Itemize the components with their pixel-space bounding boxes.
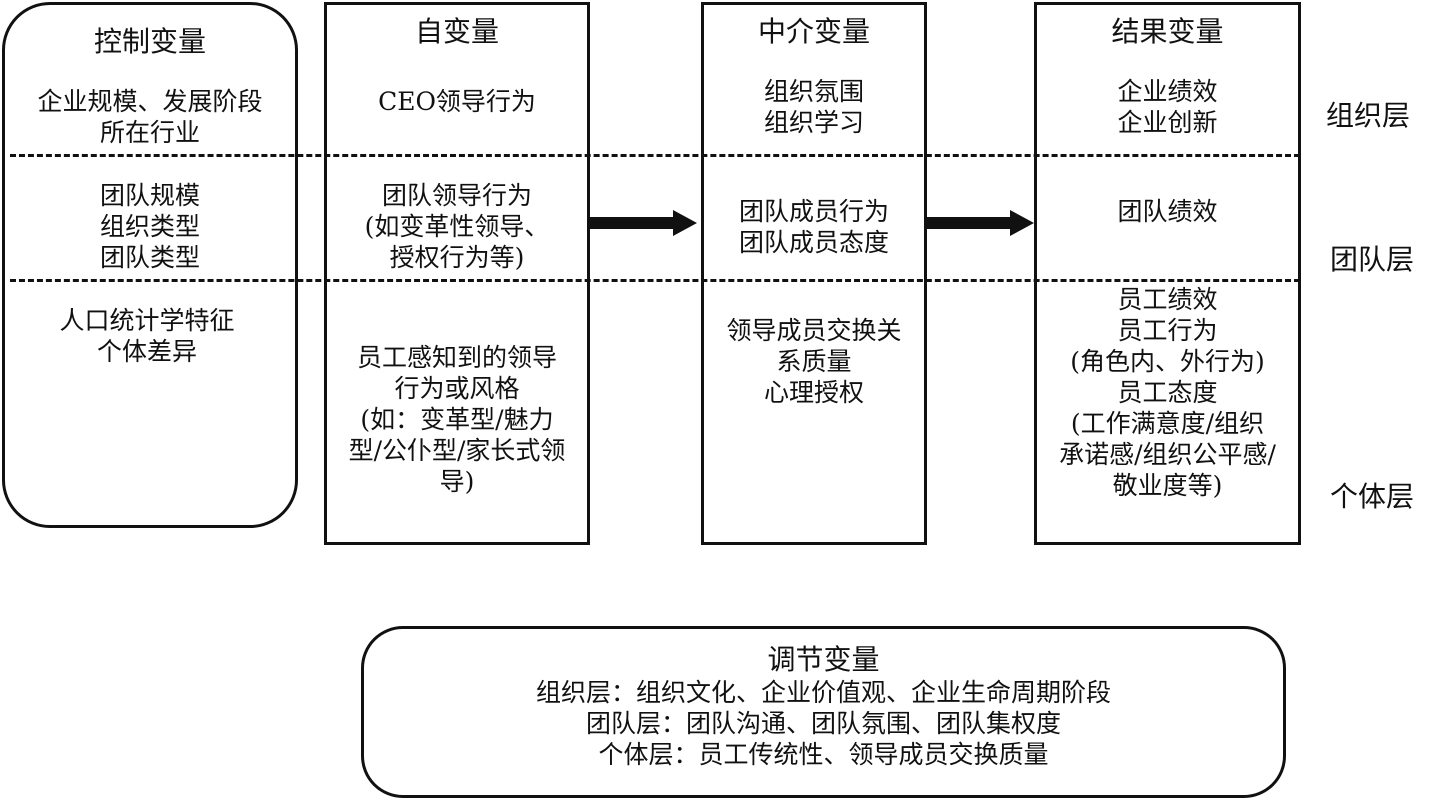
outcome-individual-line-4: 员工态度 [1117,378,1218,407]
control-individual-line-1: 人口统计学特征 [59,306,235,335]
moderator-line-team: 团队层：团队沟通、团队氛围、团队集权度 [585,709,1061,738]
arrow-independent-to-mediator [589,210,697,236]
mediator-variables-box [701,2,927,545]
moderator-variables-box [361,626,1286,798]
outcome-individual-line-7: 敬业度等) [1112,471,1223,500]
independent-individual-line-3: (如：变革型/魅力 [360,405,554,434]
control-team-line-2: 组织类型 [99,212,200,241]
mediator-team-line-2: 团队成员态度 [738,228,889,257]
mediator-org-line-1: 组织氛围 [763,77,864,106]
control-org-line-2: 所在行业 [99,118,200,147]
control-team-line-1: 团队规模 [99,181,200,210]
independent-title: 自变量 [414,15,499,48]
outcome-org-line-2: 企业创新 [1117,108,1218,137]
arrow-mediator-to-outcome [926,210,1034,236]
outcome-individual-line-6: 承诺感/组织公平感/ [1059,440,1276,469]
independent-team-line-2: (如变革性领导、 [364,212,550,241]
outcome-individual-line-5: (工作满意度/组织 [1070,409,1265,438]
team-individual-divider [10,279,1300,282]
mediator-individual-line-2: 系质量 [776,347,852,376]
independent-org-line-1: CEO领导行为 [378,87,536,116]
independent-variables-box [324,2,590,545]
mediator-org-line-2: 组织学习 [763,108,864,137]
control-variables-box [2,2,298,528]
mediator-title: 中介变量 [757,15,870,48]
outcome-variables-box [1034,2,1301,545]
moderator-line-individual: 个体层：员工传统性、领导成员交换质量 [598,740,1049,769]
control-individual-line-2: 个体差异 [96,337,197,366]
outcome-individual-line-1: 员工绩效 [1117,285,1218,314]
control-org-line-1: 企业规模、发展阶段 [37,87,263,116]
level-label-org: 组织层 [1326,99,1411,132]
mediator-individual-line-3: 心理授权 [763,378,864,407]
level-label-individual: 个体层 [1330,480,1415,513]
moderator-line-org: 组织层：组织文化、企业价值观、企业生命周期阶段 [535,678,1111,707]
independent-team-line-1: 团队领导行为 [381,181,532,210]
mediator-team-line-1: 团队成员行为 [738,197,889,226]
outcome-title: 结果变量 [1111,15,1224,48]
independent-individual-line-5: 导) [439,467,475,496]
independent-team-line-3: 授权行为等) [389,243,525,272]
outcome-individual-line-2: 员工行为 [1117,316,1218,345]
control-title: 控制变量 [93,25,206,58]
independent-individual-line-1: 员工感知到的领导 [356,343,557,372]
moderator-title: 调节变量 [767,643,880,676]
independent-individual-line-2: 行为或风格 [394,374,520,403]
outcome-org-line-1: 企业绩效 [1117,77,1218,106]
mediator-individual-line-1: 领导成员交换关 [726,316,902,345]
independent-individual-line-4: 型/公仆型/家长式领 [348,436,566,465]
control-team-line-3: 团队类型 [99,243,200,272]
outcome-individual-line-3: (角色内、外行为) [1070,347,1265,376]
org-team-divider [10,154,1300,157]
outcome-team-line-1: 团队绩效 [1117,197,1218,226]
level-label-team: 团队层 [1330,243,1415,276]
